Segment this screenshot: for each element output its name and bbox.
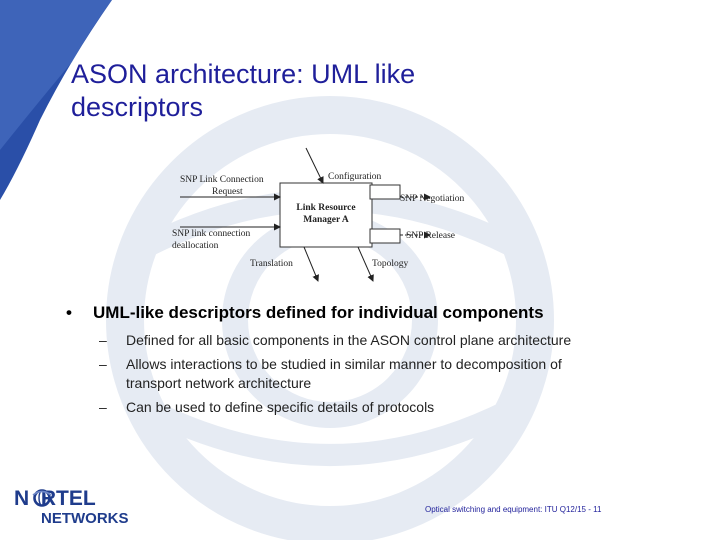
- sub-bullet-text: Allows interactions to be studied in sim…: [126, 356, 562, 372]
- sub-bullet-dash: –: [99, 332, 107, 348]
- logo-word-networks: NETWORKS: [41, 510, 129, 527]
- snp-negotiation-label: SNP Negotiation: [400, 194, 465, 204]
- snp-link-deallocation-label-1: SNP link connection: [172, 229, 251, 239]
- snp-release-label: SNP Release: [406, 231, 455, 241]
- configuration-label: Configuration: [328, 171, 382, 182]
- topology-label: Topology: [372, 259, 409, 269]
- snp-link-connection-label-1: SNP Link Connection: [180, 175, 264, 185]
- translation-label: Translation: [250, 259, 293, 269]
- topology-arrow: [357, 246, 374, 282]
- bullet-main: • UML-like descriptors defined for indiv…: [60, 302, 700, 324]
- sub-bullet-list: – Defined for all basic components in th…: [60, 331, 700, 417]
- sub-bullet-text-cont: transport network architecture: [126, 375, 312, 391]
- sub-bullet-text: Defined for all basic components in the …: [126, 332, 572, 348]
- sub-bullet-dash: –: [99, 399, 107, 415]
- nortel-networks-logo: N RTEL NETWORKS: [14, 487, 129, 527]
- link-resource-manager-box: [279, 182, 373, 248]
- translation-arrow: [303, 246, 319, 282]
- slide-title: ASON architecture: UML like descriptors: [71, 58, 631, 124]
- slide-title-line2: descriptors: [71, 92, 204, 122]
- corner-swoosh-highlight: [0, 0, 112, 150]
- sub-bullet: – Can be used to define specific details…: [60, 398, 700, 417]
- bullet-dot: •: [66, 303, 72, 322]
- bullet-main-text: UML-like descriptors defined for individ…: [93, 303, 544, 322]
- logo-globe-icon: [32, 489, 52, 507]
- logo-word-nortel: N RTEL: [14, 487, 96, 510]
- box-label-line1: Link Resource: [296, 203, 355, 213]
- sub-bullet-text: Can be used to define specific details o…: [126, 399, 435, 415]
- sub-bullet: – Defined for all basic components in th…: [60, 331, 700, 350]
- bullet-list: • UML-like descriptors defined for indiv…: [60, 302, 700, 422]
- snp-release-port: [369, 228, 401, 244]
- slide-footer: Optical switching and equipment: ITU Q12…: [425, 505, 602, 514]
- snp-link-deallocation-label-2: deallocation: [172, 241, 219, 251]
- sub-bullet: – Allows interactions to be studied in s…: [60, 355, 700, 393]
- snp-link-connection-label-2: Request: [212, 187, 243, 197]
- configuration-arrow: [305, 147, 324, 184]
- uml-diagram: Link Resource Manager A SNP Link Connect…: [172, 147, 465, 282]
- box-label-line2: Manager A: [303, 215, 349, 225]
- slide-title-line1: ASON architecture: UML like: [71, 59, 416, 89]
- sub-bullet-dash: –: [99, 356, 107, 372]
- snp-negotiation-port: [369, 184, 401, 200]
